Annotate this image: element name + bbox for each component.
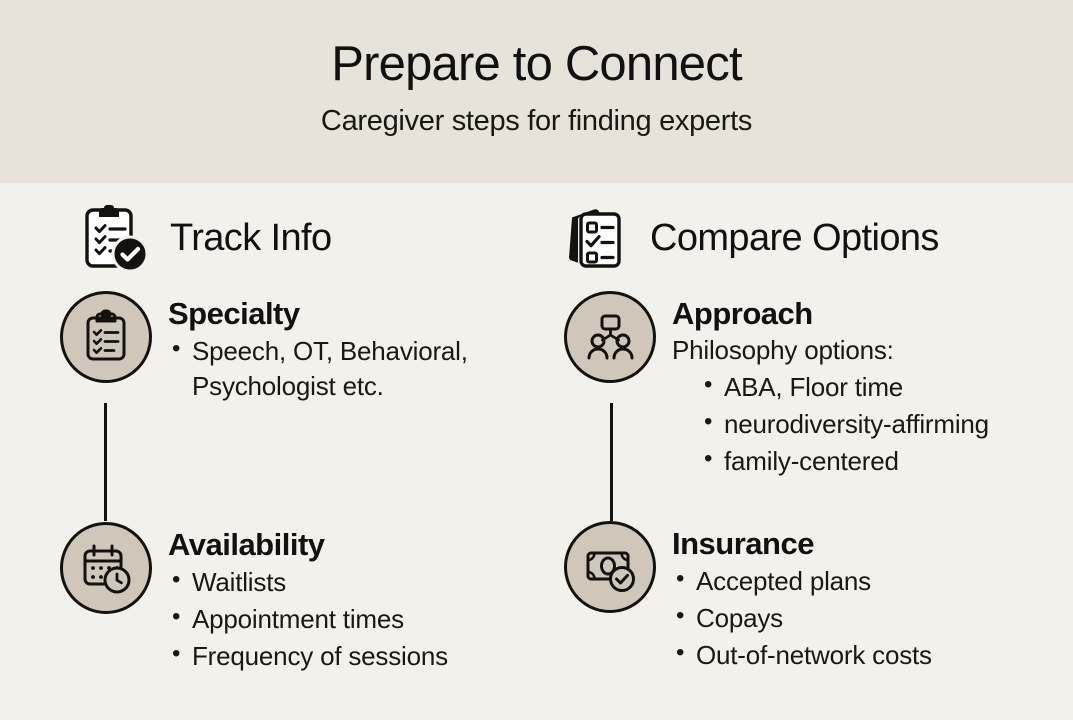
clipboard-check-icon	[78, 201, 152, 275]
clipboard-list-icon	[60, 291, 152, 383]
node-title: Insurance	[672, 525, 814, 561]
stacked-cards-checklist-icon	[558, 201, 632, 275]
node-title: Approach	[672, 296, 813, 331]
column-track-info: Track Info	[0, 197, 536, 674]
node-body: Specialty Speech, OT, Behavioral, Psycho…	[168, 291, 536, 404]
column-compare-options: Compare Options Approach	[536, 197, 1072, 674]
node-body: Approach Philosophy options: ABA, Floor …	[672, 291, 1072, 479]
node-bullet-list: Speech, OT, Behavioral, Psychologist etc…	[168, 333, 536, 404]
list-item: Frequency of sessions	[168, 638, 536, 674]
node-lead-text: Philosophy options:	[672, 334, 894, 365]
list-item: neurodiversity-affirming	[700, 406, 1072, 442]
banknote-check-icon	[564, 520, 656, 613]
node-approach: Approach Philosophy options: ABA, Floor …	[564, 291, 1072, 479]
node-body: Insurance Accepted plans Copays Out-of-n…	[672, 521, 1072, 673]
column-heading-track-info: Track Info	[0, 197, 536, 279]
node-bullet-list: Waitlists Appointment times Frequency of…	[168, 564, 536, 674]
node-title: Specialty	[168, 296, 300, 331]
node-bullet-list: Accepted plans Copays Out-of-network cos…	[672, 563, 1072, 673]
connector-line-right	[610, 403, 613, 521]
columns-container: Track Info	[0, 183, 1073, 674]
column-heading-compare-options: Compare Options	[536, 197, 1072, 279]
poster-header: Prepare to Connect Caregiver steps for f…	[0, 0, 1073, 183]
list-item: Appointment times	[168, 601, 536, 637]
node-insurance: Insurance Accepted plans Copays Out-of-n…	[564, 520, 1072, 673]
node-bullet-list: ABA, Floor time neurodiversity-affirming…	[700, 369, 1072, 479]
org-chart-people-icon	[564, 291, 656, 383]
node-body: Availability Waitlists Appointment times…	[168, 522, 536, 674]
list-item: Waitlists	[168, 564, 536, 600]
column-title: Track Info	[170, 216, 332, 259]
list-item: Out-of-network costs	[672, 637, 1072, 673]
page-subtitle: Caregiver steps for finding experts	[320, 104, 753, 137]
list-item: Copays	[672, 600, 1072, 636]
node-specialty: Specialty Speech, OT, Behavioral, Psycho…	[60, 291, 536, 404]
column-title: Compare Options	[650, 216, 939, 259]
list-item: Speech, OT, Behavioral, Psychologist etc…	[168, 333, 536, 404]
node-availability: Availability Waitlists Appointment times…	[60, 521, 536, 674]
calendar-clock-icon	[60, 521, 152, 614]
list-item: family-centered	[700, 443, 1072, 479]
connector-line-left	[104, 403, 107, 521]
list-item: Accepted plans	[672, 563, 1072, 599]
page-title: Prepare to Connect	[331, 37, 742, 92]
list-item: ABA, Floor time	[700, 369, 1072, 405]
node-title: Availability	[168, 526, 325, 562]
